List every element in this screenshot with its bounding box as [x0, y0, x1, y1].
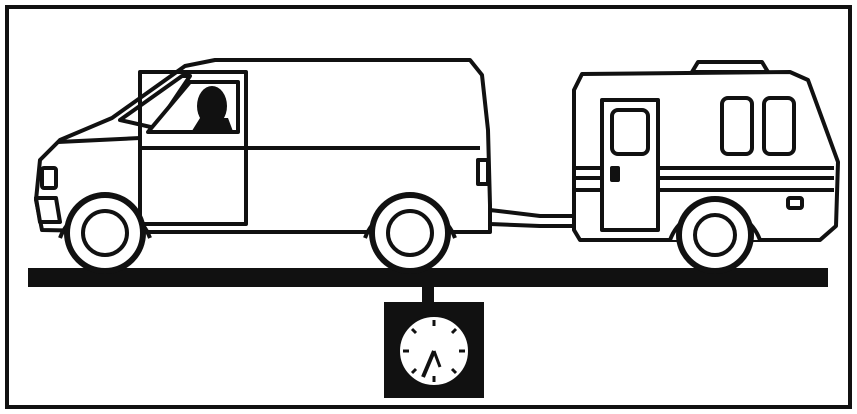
- scale-dial-icon: [384, 286, 484, 398]
